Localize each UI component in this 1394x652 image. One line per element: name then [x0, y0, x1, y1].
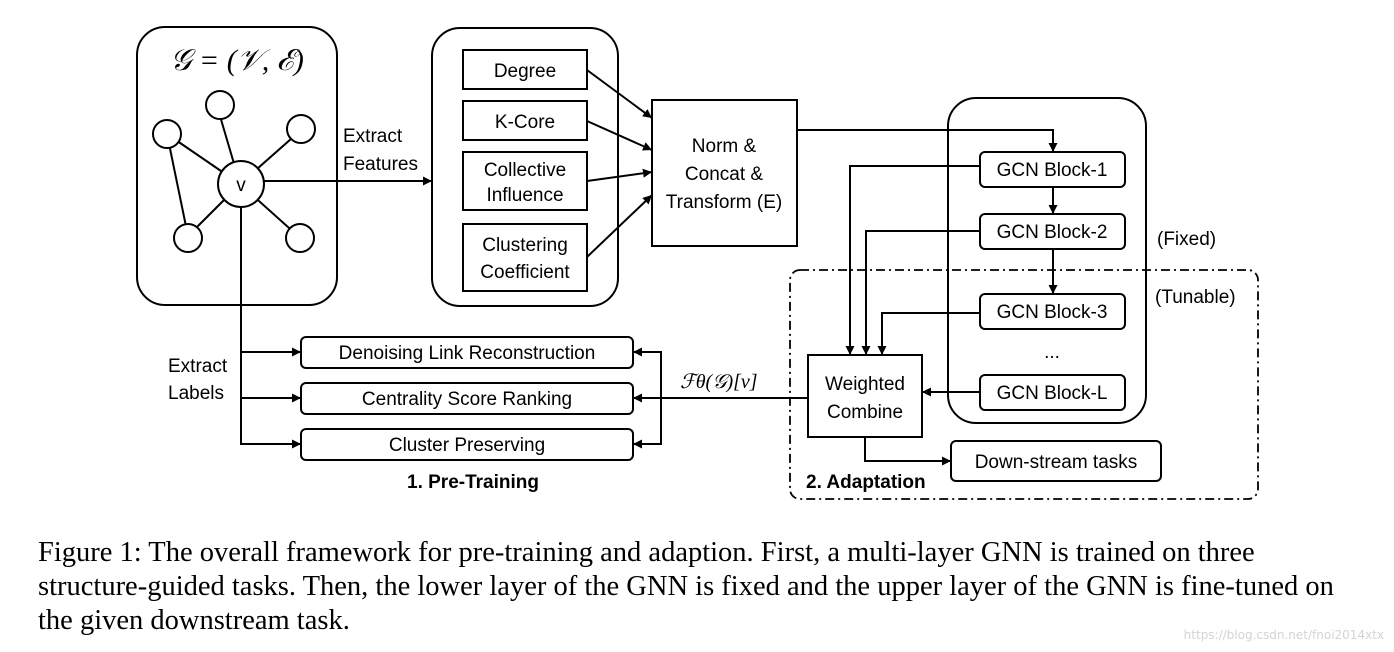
collective-label-2: Influence	[486, 185, 563, 206]
graph-node	[173, 223, 203, 253]
graph-node	[286, 114, 316, 144]
pretraining-title: 1. Pre-Training	[407, 472, 539, 493]
denoising-task-label: Denoising Link Reconstruction	[339, 343, 596, 364]
extract-features-label-2: Features	[343, 154, 418, 175]
graph-node	[152, 119, 182, 149]
clustering-label-1: Clustering	[482, 235, 568, 256]
framework-diagram: 𝒢 = (𝒱, ℰ) v Extract Features Degree K-C…	[136, 26, 1259, 500]
transform-box	[651, 99, 798, 247]
graph-node	[285, 223, 315, 253]
centrality-task-label: Centrality Score Ranking	[362, 389, 572, 410]
gcn-panel	[947, 97, 1147, 424]
gcn-block-L-label: GCN Block-L	[997, 383, 1108, 404]
tunable-label: (Tunable)	[1155, 287, 1236, 308]
gcn-ellipsis: ...	[1044, 342, 1060, 363]
fixed-label: (Fixed)	[1157, 229, 1216, 250]
graph-formula: 𝒢 = (𝒱, ℰ)	[170, 44, 304, 77]
weighted-combine-label-1: Weighted	[825, 374, 905, 395]
downstream-label: Down-stream tasks	[975, 452, 1138, 473]
figure-caption: Figure 1: The overall framework for pre-…	[38, 537, 1334, 636]
collective-label-1: Collective	[484, 160, 566, 181]
clustering-label-2: Coefficient	[480, 262, 570, 283]
adaptation-region	[789, 269, 1259, 500]
features-panel: Degree K-Core Collective Influence Clust…	[431, 27, 619, 307]
gcn-block-1-label: GCN Block-1	[997, 160, 1108, 181]
kcore-box	[462, 100, 588, 141]
centrality-task-box	[300, 382, 634, 415]
kcore-label: K-Core	[495, 112, 555, 133]
extract-labels-label-1: Extract	[168, 356, 228, 377]
gcn-block-2-label: GCN Block-2	[997, 222, 1108, 243]
degree-box	[462, 49, 588, 90]
graph-node	[205, 90, 235, 120]
clustering-coefficient-box	[462, 223, 588, 292]
gcn-block-3	[979, 293, 1126, 330]
adaptation-title: 2. Adaptation	[806, 472, 926, 493]
transform-label-3: Transform (E)	[666, 192, 782, 213]
weighted-combine-box	[807, 354, 923, 438]
extract-labels-label-2: Labels	[168, 383, 224, 404]
gcn-block-3-label: GCN Block-3	[997, 302, 1108, 323]
weighted-combine-label-2: Combine	[827, 402, 903, 423]
cluster-task-box	[300, 428, 634, 461]
model-output-label: ℱθ(𝒢)[v]	[680, 371, 758, 393]
transform-label-2: Concat &	[685, 164, 763, 185]
watermark: https://blog.csdn.net/fnoi2014xtx	[1183, 628, 1384, 642]
center-node-label: v	[236, 175, 246, 196]
transform-label-1: Norm &	[692, 136, 757, 157]
downstream-box	[950, 440, 1162, 482]
cluster-task-label: Cluster Preserving	[389, 435, 545, 456]
denoising-task-box	[300, 336, 634, 369]
graph-panel: 𝒢 = (𝒱, ℰ) v	[136, 26, 338, 306]
degree-label: Degree	[494, 61, 556, 82]
extract-features-label-1: Extract	[343, 126, 403, 147]
